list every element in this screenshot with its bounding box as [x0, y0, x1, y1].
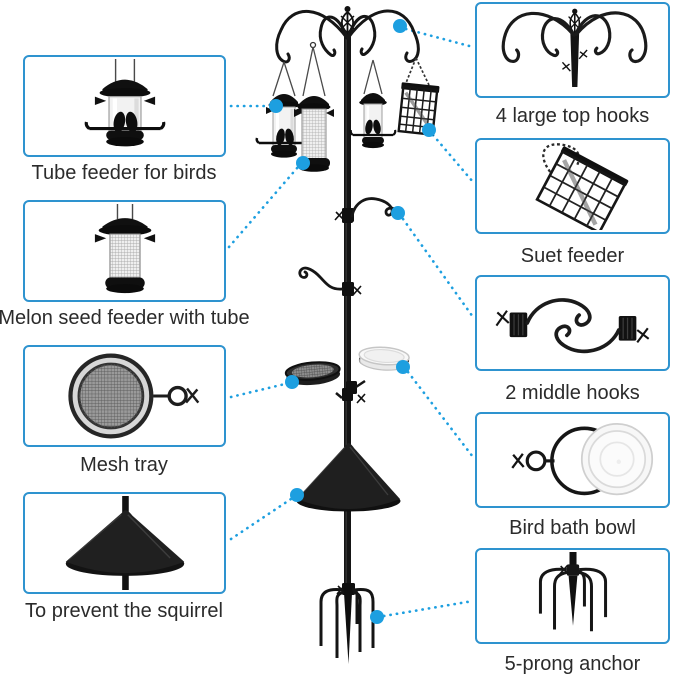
- connector-dots: [269, 19, 436, 624]
- connector-lines: [227, 27, 475, 618]
- callout-prong-anchor: [475, 548, 670, 644]
- squirrel-baffle-cone-icon: [65, 496, 184, 590]
- callout-mesh-feeder: [23, 200, 226, 302]
- bath-bowl-on-pole: [346, 346, 410, 394]
- callout-suet-feeder: [475, 138, 670, 234]
- label-prong-anchor: 5-prong anchor: [504, 653, 641, 675]
- tube-feeder-icon: [84, 59, 165, 147]
- label-suet-feeder: Suet feeder: [520, 245, 625, 267]
- suet-cage: [397, 57, 440, 136]
- callout-squirrel-baffle: [23, 492, 226, 594]
- label-middle-hooks: 2 middle hooks: [505, 382, 640, 404]
- five-prong-anchor-icon: [538, 552, 607, 632]
- callout-mesh-tray: [23, 345, 226, 447]
- top-hooks: [275, 9, 420, 64]
- four-top-hooks-icon: [501, 8, 647, 87]
- callout-bird-bath: [475, 412, 670, 508]
- label-top-hooks: 4 large top hooks: [495, 105, 650, 127]
- callout-middle-hooks: [475, 275, 670, 371]
- squirrel-baffle-cone: [296, 443, 401, 512]
- label-bird-bath: Bird bath bowl: [509, 517, 636, 539]
- callout-tube-feeder: [23, 55, 226, 157]
- mesh-tube-feeder-icon: [94, 204, 155, 294]
- mesh-tube-feeder: [294, 41, 334, 172]
- callout-top-hooks: [475, 2, 670, 98]
- tube-feeder-right: [349, 59, 397, 149]
- mesh-tray-icon: [67, 353, 199, 439]
- mesh-tray-on-pole: [284, 361, 366, 404]
- middle-hook-left: [298, 266, 362, 296]
- label-mesh-feeder: Melon seed feeder with tube: [0, 307, 250, 329]
- bird-bath-bowl-icon: [510, 423, 653, 496]
- label-tube-feeder: Tube feeder for birds: [31, 162, 217, 184]
- suet-cage-icon: [534, 143, 628, 230]
- two-middle-hooks-icon: [495, 298, 649, 354]
- label-mesh-tray: Mesh tray: [80, 454, 168, 476]
- middle-hook-right: [334, 197, 396, 222]
- label-squirrel-baffle: To prevent the squirrel: [25, 600, 223, 622]
- ground-anchor: [319, 583, 375, 664]
